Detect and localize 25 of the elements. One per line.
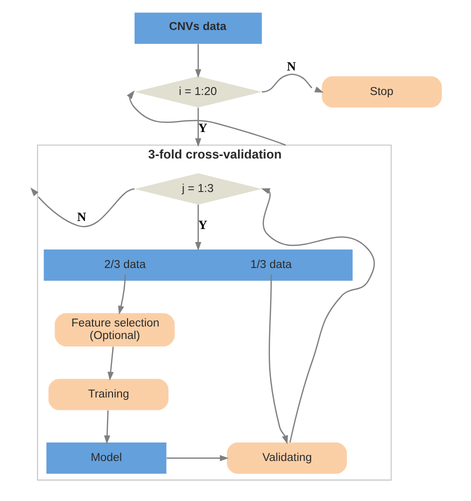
arrow — [195, 44, 202, 78]
arrow — [262, 74, 324, 93]
edge-label: Y — [198, 218, 208, 232]
arrow — [108, 346, 114, 381]
arrow — [261, 188, 375, 443]
edge-label: Y — [198, 121, 208, 136]
edge-label: N — [77, 210, 86, 224]
node-box: Feature selection (Optional) — [54, 313, 175, 346]
arrow — [118, 274, 126, 315]
arrow — [30, 188, 135, 228]
node-diamond: i = 1:20 — [134, 76, 262, 108]
arrow — [126, 90, 286, 146]
arrow — [268, 274, 288, 444]
node-box: 2/3 data 1/3 data — [44, 249, 353, 281]
arrow — [166, 455, 229, 462]
node-box: CNVs data — [134, 12, 262, 44]
arrow — [104, 410, 110, 444]
edge-label: N — [286, 60, 296, 74]
node-box: Model — [46, 442, 166, 474]
node-box: Stop — [322, 76, 442, 108]
node-box: Training — [48, 378, 168, 410]
arrow — [195, 204, 202, 251]
arrow — [195, 108, 202, 148]
node-box: Validating — [226, 442, 347, 474]
node-diamond: j = 1:3 — [134, 173, 262, 205]
